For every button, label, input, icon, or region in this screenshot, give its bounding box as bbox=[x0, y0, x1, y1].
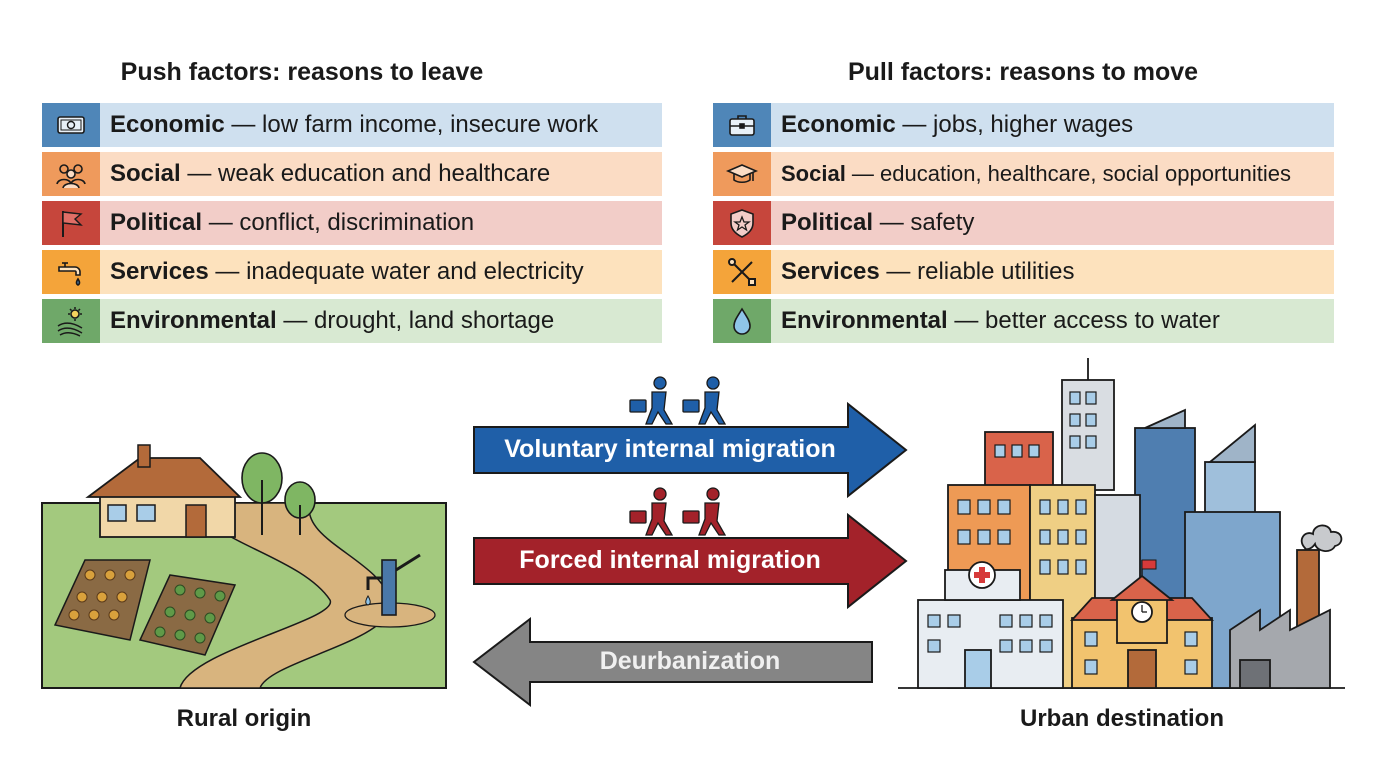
pull-services-text: — reliable utilities bbox=[879, 258, 1075, 285]
push-economic-category: Economic bbox=[110, 111, 225, 138]
rural-scene-illustration bbox=[41, 444, 447, 689]
pull-row-economic: Economic — jobs, higher wages bbox=[713, 103, 1334, 147]
tools-icon bbox=[713, 250, 771, 294]
forced-migration-arrow bbox=[473, 512, 908, 610]
deurbanization-arrow bbox=[472, 616, 873, 708]
push-social-text: — weak education and healthcare bbox=[180, 160, 551, 187]
voluntary-migration-label: Voluntary internal migration bbox=[504, 435, 836, 463]
push-row-services: Services — inadequate water and electric… bbox=[42, 250, 662, 294]
graduation-cap-icon bbox=[713, 152, 771, 196]
push-political-category: Political bbox=[110, 209, 203, 236]
pull-row-political: Political — safety bbox=[713, 201, 1334, 245]
pull-social-category: Social bbox=[781, 161, 846, 186]
push-row-environmental: Environmental — drought, land shortage bbox=[42, 299, 662, 343]
pull-row-services: Services — reliable utilities bbox=[713, 250, 1334, 294]
farmhouse-icon bbox=[85, 444, 243, 538]
crop-field-icon bbox=[53, 559, 237, 656]
pull-political-category: Political bbox=[781, 209, 874, 236]
voluntary-migrants-icon bbox=[629, 376, 727, 425]
city-skyline-illustration bbox=[898, 358, 1345, 689]
water-drop-icon bbox=[713, 299, 771, 343]
sun-field-icon bbox=[42, 299, 100, 343]
school-building-icon bbox=[1069, 559, 1215, 689]
pull-economic-text: — jobs, higher wages bbox=[895, 111, 1134, 138]
water-pump-icon bbox=[344, 553, 436, 628]
push-row-political: Political — conflict, discrimination bbox=[42, 201, 662, 245]
people-icon bbox=[42, 152, 100, 196]
push-social-category: Social bbox=[110, 160, 181, 187]
push-services-text: — inadequate water and electricity bbox=[208, 258, 584, 285]
pull-social-text: — education, healthcare, social opportun… bbox=[845, 161, 1291, 186]
push-factors-list: Economic — low farm income, insecure wor… bbox=[42, 103, 662, 348]
pull-services-category: Services bbox=[781, 258, 880, 285]
push-economic-text: — low farm income, insecure work bbox=[224, 111, 599, 138]
pull-environmental-text: — better access to water bbox=[947, 307, 1220, 334]
pull-row-environmental: Environmental — better access to water bbox=[713, 299, 1334, 343]
urban-destination-caption: Urban destination bbox=[1019, 705, 1224, 732]
pull-environmental-category: Environmental bbox=[781, 307, 948, 334]
hospital-icon bbox=[917, 561, 1064, 689]
shield-star-icon bbox=[713, 201, 771, 245]
faucet-icon bbox=[42, 250, 100, 294]
deurbanization-label: Deurbanization bbox=[599, 647, 781, 675]
push-factors-title: Push factors: reasons to leave bbox=[120, 58, 484, 86]
push-row-economic: Economic — low farm income, insecure wor… bbox=[42, 103, 662, 147]
pull-row-social: Social — education, healthcare, social o… bbox=[713, 152, 1334, 196]
flag-icon bbox=[42, 201, 100, 245]
pull-political-text: — safety bbox=[873, 209, 975, 236]
forced-migration-label: Forced internal migration bbox=[519, 546, 821, 574]
tree-icon bbox=[241, 452, 316, 535]
push-environmental-text: — drought, land shortage bbox=[276, 307, 555, 334]
voluntary-migration-arrow bbox=[473, 401, 908, 499]
push-environmental-category: Environmental bbox=[110, 307, 277, 334]
pull-economic-category: Economic bbox=[781, 111, 896, 138]
push-political-text: — conflict, discrimination bbox=[202, 209, 475, 236]
push-row-social: Social — weak education and healthcare bbox=[42, 152, 662, 196]
briefcase-icon bbox=[713, 103, 771, 147]
push-services-category: Services bbox=[110, 258, 209, 285]
factory-icon bbox=[1229, 524, 1343, 689]
rural-origin-caption: Rural origin bbox=[176, 705, 312, 732]
money-icon bbox=[42, 103, 100, 147]
forced-migrants-icon bbox=[629, 487, 727, 536]
pull-factors-list: Economic — jobs, higher wages Social — e… bbox=[713, 103, 1334, 348]
pull-factors-title: Pull factors: reasons to move bbox=[847, 58, 1199, 86]
